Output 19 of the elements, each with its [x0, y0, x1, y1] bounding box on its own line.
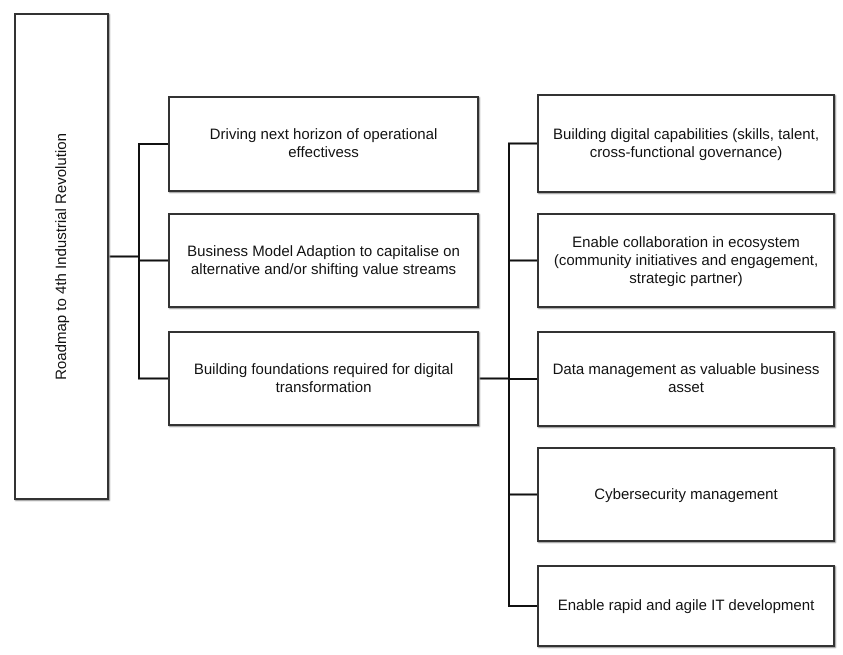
box-label: Cybersecurity management: [594, 486, 778, 504]
box-label: Enable rapid and agile IT development: [558, 597, 814, 615]
topic-box: [537, 447, 835, 542]
box-label: Building foundations required for digital transformation: [192, 360, 454, 396]
connector-line: [479, 378, 537, 607]
box-label: Driving next horizon of operational effectivess: [208, 126, 438, 162]
topic-box: [168, 213, 479, 308]
box-label: Roadmap to 4th Industrial Revolution: [53, 133, 70, 380]
topic-box: [168, 96, 479, 192]
topic-box: [537, 94, 835, 193]
topic-box: [537, 565, 835, 647]
topic-box: [537, 331, 835, 427]
root-box: [14, 13, 109, 500]
topic-box: [168, 331, 479, 426]
box-label: Data management as valuable business asset: [552, 361, 820, 397]
box-label: Building digital capabilities (skills, talent, cross-functional governance): [552, 126, 820, 162]
box-label: Business Model Adaption to capitalise on alternative and/or shifting value streams: [186, 242, 461, 278]
topic-box: [537, 213, 835, 308]
box-label: Enable collaboration in ecosystem (community initiatives and engagement, strategic partner): [552, 234, 820, 288]
